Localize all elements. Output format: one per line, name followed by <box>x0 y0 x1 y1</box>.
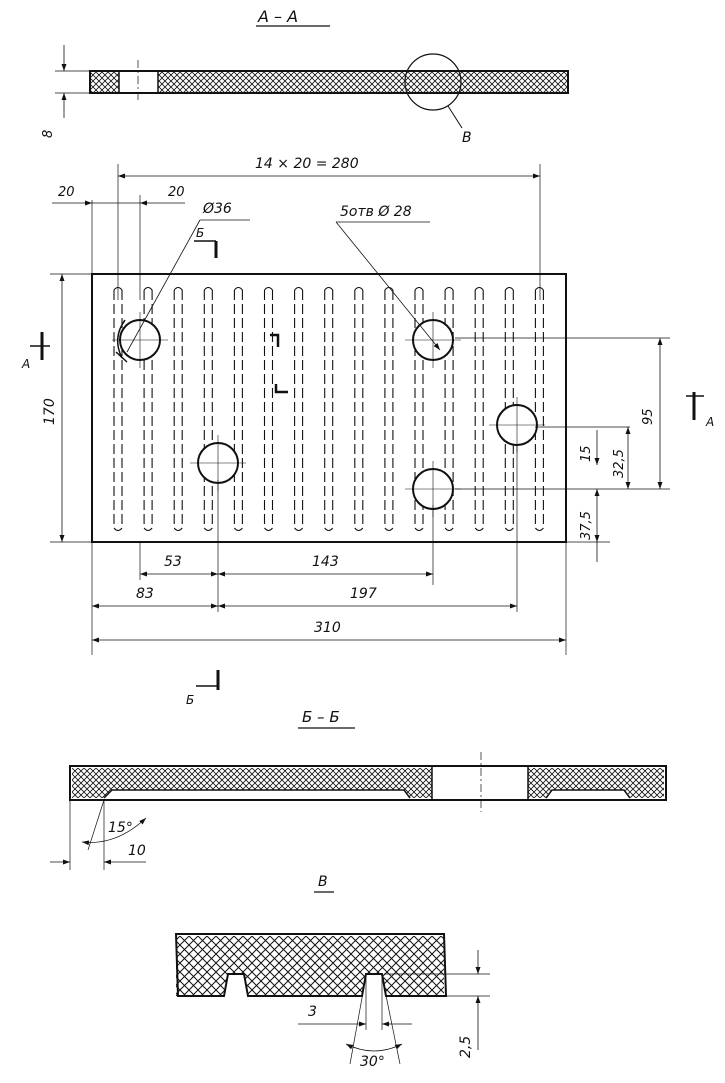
thickness-label: 8 <box>41 130 56 138</box>
cut-b-label-bottom: Б <box>186 693 194 707</box>
slot-end <box>143 527 153 532</box>
section-aa: А – А В 8 <box>41 7 569 146</box>
depth-label: 2,5 <box>458 1036 474 1058</box>
dim-15-label: 15 <box>579 445 594 462</box>
dim-95-label: 95 <box>641 408 656 425</box>
slot-end <box>504 527 514 532</box>
slot-end <box>534 286 544 291</box>
detail-v: В 2,5 3 30° <box>174 874 490 1070</box>
dim-83-label: 83 <box>136 586 154 602</box>
plan-view: 14 × 20 = 280 20 20 Ø36 Б 5отв Ø 28 95 3… <box>21 156 714 707</box>
slot-end <box>354 286 364 291</box>
slot-end <box>384 286 394 291</box>
dim-53-label: 53 <box>164 554 182 570</box>
slot-end <box>203 286 213 291</box>
detail-v-title: В <box>318 874 328 890</box>
detail-v-circle <box>404 53 462 111</box>
slot-end <box>534 527 544 532</box>
width-3-label: 3 <box>308 1004 317 1020</box>
pitch-label: 14 × 20 = 280 <box>255 156 359 172</box>
section-bb-title: Б – Б <box>302 708 340 726</box>
angle-30-label: 30° <box>360 1054 385 1070</box>
angle-15-label: 15° <box>108 820 133 836</box>
slot-end <box>294 527 304 532</box>
cut-a-label-right: А <box>705 415 714 429</box>
slot-end <box>294 286 304 291</box>
slot-end <box>143 286 153 291</box>
slot-end <box>264 286 273 291</box>
length-10-label: 10 <box>128 843 146 859</box>
slot-end <box>264 527 273 532</box>
section-bb: Б – Б 15° 10 <box>50 708 667 870</box>
cut-a-label-left: А <box>21 357 30 371</box>
slot-width-label: 20 <box>168 185 185 200</box>
slot-end <box>474 527 484 532</box>
height-label: 170 <box>42 398 58 425</box>
slot-grid <box>113 286 544 532</box>
section-bb-profile <box>69 765 667 801</box>
dim-32-5-label: 32,5 <box>612 449 627 478</box>
slot-end <box>444 527 454 532</box>
width-label: 310 <box>314 620 341 636</box>
slot-end <box>444 286 454 291</box>
slot-end <box>173 527 183 532</box>
slot-end <box>384 527 394 532</box>
slot-end <box>414 286 424 291</box>
hole-group <box>112 312 545 517</box>
dim-197-label: 197 <box>350 586 377 602</box>
slot-end <box>113 527 123 532</box>
detail-ref-label: В <box>462 130 472 146</box>
slot-end <box>504 286 514 291</box>
slot-end <box>203 527 213 532</box>
big-hole-label: Ø36 <box>202 201 232 217</box>
section-aa-title: А – А <box>257 7 298 26</box>
small-holes-label: 5отв Ø 28 <box>340 204 412 220</box>
slot-end <box>474 286 484 291</box>
plate-outline <box>91 273 567 543</box>
slot-end <box>324 286 334 291</box>
slot-end <box>324 527 334 532</box>
cut-b-label-top: Б <box>196 226 204 240</box>
edge-offset-label: 20 <box>58 185 75 200</box>
slot-end <box>233 527 243 532</box>
slot-end <box>414 527 424 532</box>
plate-profile <box>89 70 569 94</box>
slot-end <box>354 527 364 532</box>
slot-end <box>173 286 183 291</box>
dim-143-label: 143 <box>312 554 339 570</box>
dim-37-5-label: 37,5 <box>579 511 594 540</box>
slot-end <box>233 286 243 291</box>
